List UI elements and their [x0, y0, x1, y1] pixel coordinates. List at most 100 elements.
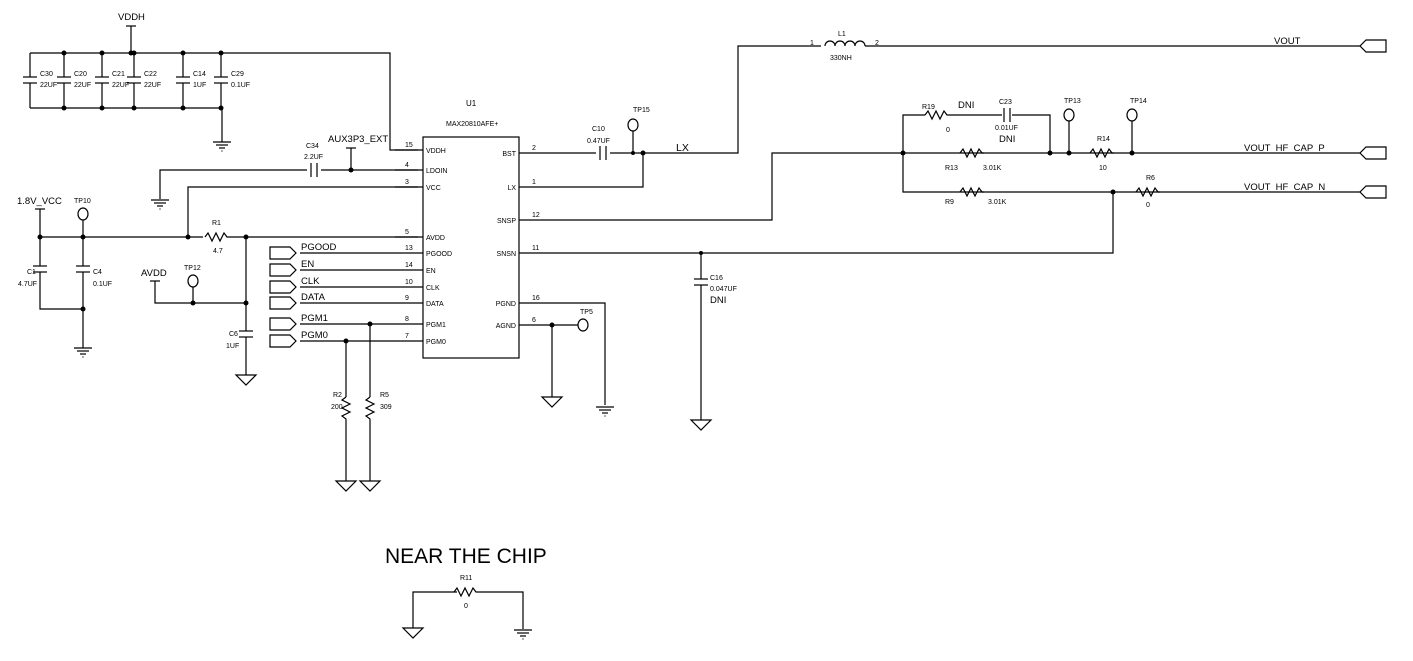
value-c6: 1UF [226, 343, 239, 350]
pin-num: 9 [405, 295, 409, 302]
pin-pgm0: PGM0 [426, 339, 446, 346]
port-vout-hf-cap-n[interactable] [1359, 185, 1387, 199]
value-r13: 3.01K [983, 165, 1002, 172]
ground-pins: TP5 [519, 302, 615, 417]
vcc-avdd-network: 1.8V_VCC R1 4.7 TP10 C1 4.7UF C4 0.1UF A… [17, 196, 418, 386]
tp12-label: TP12 [184, 265, 201, 272]
net-label-vout: VOUT [1274, 36, 1301, 47]
net-label-1v8-vcc: 1.8V_VCC [17, 196, 62, 207]
pin-num: 14 [405, 262, 413, 269]
port-label-pgm0: PGM0 [301, 330, 328, 341]
ref-r14: R14 [1097, 136, 1110, 143]
ref-c6: C6 [229, 331, 238, 338]
value-r19: 0 [946, 127, 950, 134]
capacitor-c20 [56, 76, 72, 84]
tp14-label: TP14 [1130, 98, 1147, 105]
ground-icon [513, 629, 533, 640]
value-l1: 330NH [830, 55, 852, 62]
tp13-label: TP13 [1064, 98, 1081, 105]
pin-snsp: SNSP [497, 218, 516, 225]
capacitor-c14 [175, 76, 191, 84]
net-label-vout-hf-cap-n: VOUT_HF_CAP_N [1244, 182, 1325, 193]
capacitor-c23 [1003, 107, 1011, 123]
capacitor-c29 [213, 76, 229, 84]
pin-clk: CLK [426, 285, 440, 292]
tp10-label: TP10 [74, 198, 91, 205]
ref-c23: C23 [999, 99, 1012, 106]
port-pgm0[interactable] [269, 334, 297, 348]
ref-r1: R1 [212, 220, 221, 227]
ref-c21: C21 [112, 71, 125, 78]
port-label-en: EN [301, 259, 314, 270]
value-r1: 4.7 [213, 248, 223, 255]
port-vout[interactable] [1359, 39, 1387, 53]
value-c21: 22UF [112, 82, 129, 89]
ref-r13: R13 [945, 165, 958, 172]
dni-c16: DNI [710, 295, 726, 306]
pin-num: 1 [532, 179, 536, 186]
capacitor-c4 [75, 265, 91, 273]
value-c14: 1UF [193, 82, 206, 89]
pin-num: 11 [532, 245, 539, 252]
dni-r19: DNI [958, 100, 974, 111]
switch-node: C10 0.47UF TP15 LX L1 330NH 1 2 VOUT [519, 31, 1387, 188]
ground-icon [595, 406, 615, 417]
value-r2: 200 [331, 404, 343, 411]
ground-icon [541, 396, 563, 408]
dni-c23: DNI [999, 134, 1015, 145]
ic-ref: U1 [466, 99, 477, 108]
pin-lx: LX [507, 185, 516, 192]
testpoint-tp13 [1063, 108, 1075, 122]
port-pgm1[interactable] [269, 317, 297, 331]
port-pgood[interactable] [269, 246, 297, 260]
port-clk[interactable] [269, 280, 297, 294]
ic-part: MAX20810AFE+ [446, 121, 498, 128]
value-r11: 0 [464, 603, 468, 610]
pin-num: 13 [405, 245, 413, 252]
ref-c34: C34 [306, 143, 319, 150]
port-vout-hf-cap-p[interactable] [1359, 146, 1387, 160]
port-label-clk: CLK [301, 276, 320, 287]
ground-icon [150, 199, 170, 210]
tp15-label: TP15 [633, 107, 650, 114]
pin-num: 16 [532, 295, 540, 302]
port-data[interactable] [269, 296, 297, 310]
resistor-r1 [204, 232, 230, 242]
tp5-label: TP5 [580, 309, 593, 316]
value-r6: 0 [1146, 202, 1150, 209]
pin-vcc: VCC [426, 185, 441, 192]
ref-l1: L1 [838, 31, 846, 38]
ground-icon [359, 480, 381, 492]
value-c29: 0.1UF [231, 82, 250, 89]
ref-r11: R11 [460, 575, 472, 582]
pin-pgood: PGOOD [426, 251, 452, 258]
ref-c22: C22 [144, 71, 157, 78]
near-chip-section: NEAR THE CHIP R11 0 [385, 545, 547, 640]
capacitor-c16 [693, 278, 709, 286]
ref-c14: C14 [193, 71, 206, 78]
pin-pgnd: PGND [496, 301, 516, 308]
ground-icon [212, 141, 232, 152]
ref-r19: R19 [922, 104, 935, 111]
pin-ldoin: LDOIN [426, 168, 447, 175]
net-label-lx: LX [676, 142, 689, 154]
value-c23: 0.01UF [995, 125, 1018, 132]
ground-icon [690, 419, 712, 431]
value-c10: 0.47UF [587, 138, 610, 145]
pin-num: 8 [405, 316, 409, 323]
l1-pin1: 1 [810, 40, 814, 47]
ref-r5: R5 [380, 392, 389, 399]
value-c1: 4.7UF [18, 281, 37, 288]
ground-icon [402, 627, 424, 639]
pin-snsn: SNSN [497, 251, 516, 258]
capacitor-c34 [310, 162, 318, 178]
pin-data: DATA [426, 301, 444, 308]
l1-pin2: 2 [875, 40, 879, 47]
ic-u1: U1 MAX20810AFE+ [422, 99, 520, 359]
port-en[interactable] [269, 263, 297, 277]
testpoint-tp5 [577, 318, 589, 332]
pin-avdd: AVDD [426, 235, 445, 242]
pin-num: 3 [405, 179, 409, 186]
ref-r2: R2 [333, 392, 342, 399]
value-c34: 2.2UF [304, 154, 323, 161]
